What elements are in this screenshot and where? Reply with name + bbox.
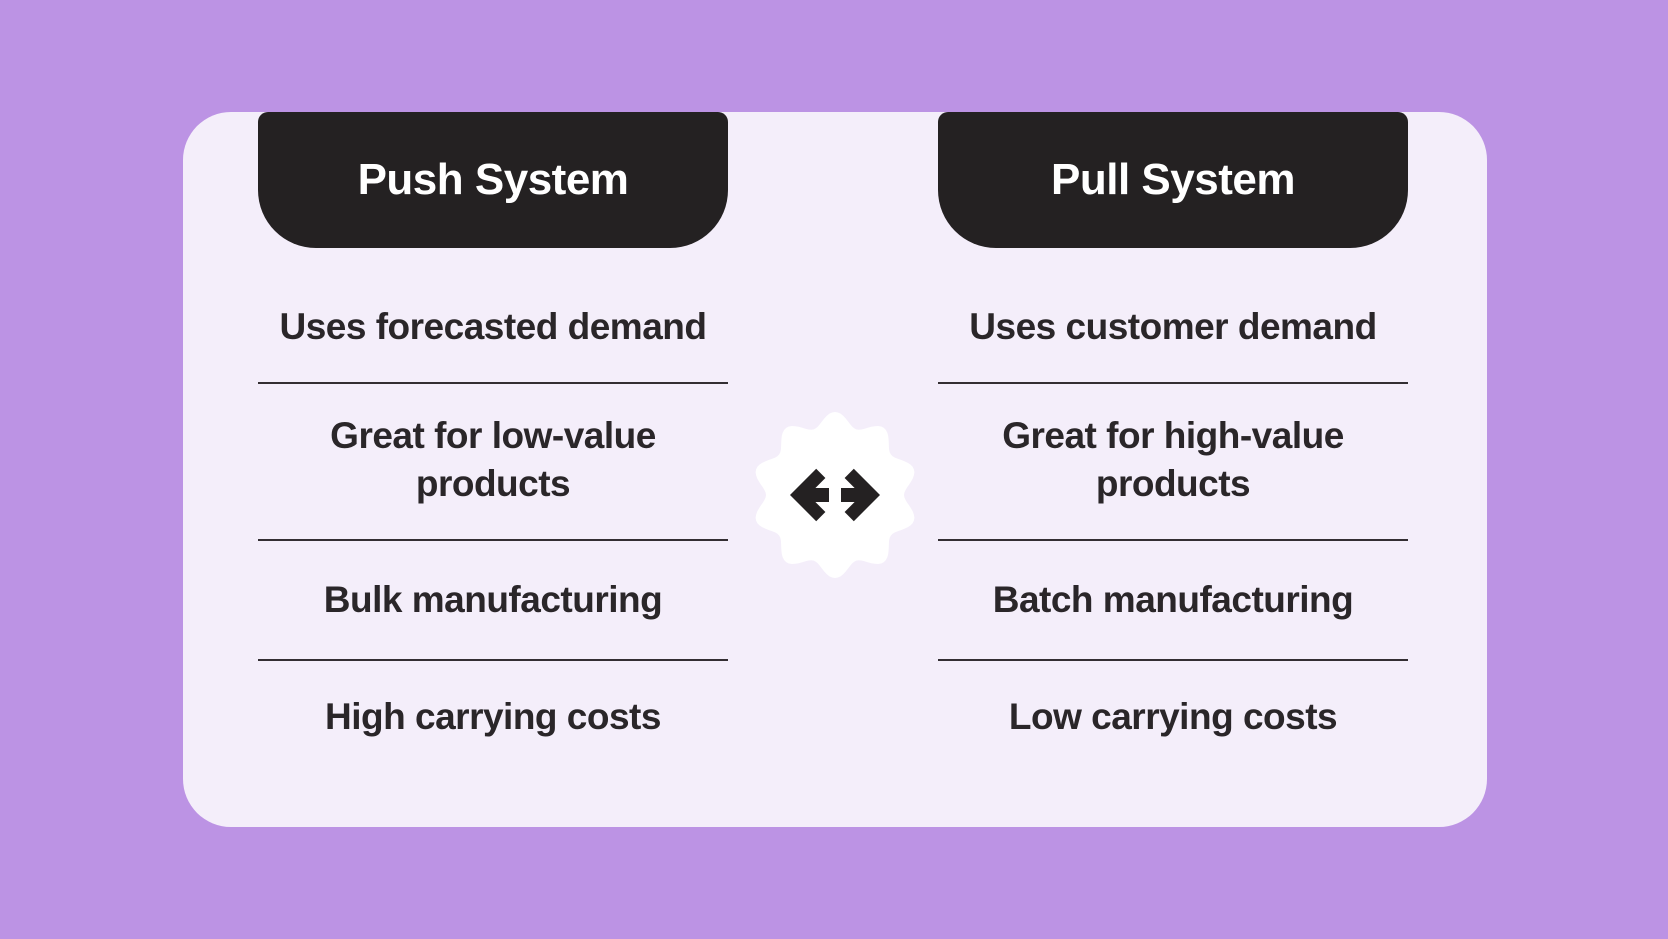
pull-header: Pull System [938,112,1408,248]
comparison-card: Push System Uses forecasted demand Great… [183,112,1487,827]
push-header: Push System [258,112,728,248]
pull-row-costs: Low carrying costs [1008,695,1338,737]
divider [258,539,728,541]
push-row-value: Great for low-value products [330,415,656,504]
divider [938,659,1408,661]
divider [938,382,1408,384]
pull-row-value: Great for high-value products [1002,415,1344,504]
pull-title: Pull System [1051,155,1295,204]
left-arrow-icon [790,468,829,522]
push-row-demand: Uses forecasted demand [279,306,707,347]
pull-row-demand: Uses customer demand [969,306,1377,347]
left-right-arrows-icon [755,412,915,578]
divider [258,382,728,384]
divider [938,539,1408,541]
divider [258,659,728,661]
right-arrow-icon [841,468,880,522]
swap-badge [750,410,920,580]
pull-column: Pull System Uses customer demand Great f… [938,112,1408,827]
pull-row-manufacturing: Batch manufacturing [992,578,1354,620]
push-row-manufacturing: Bulk manufacturing [323,578,663,620]
push-column: Push System Uses forecasted demand Great… [258,112,728,827]
push-title: Push System [357,155,629,204]
push-row-costs: High carrying costs [325,695,661,737]
